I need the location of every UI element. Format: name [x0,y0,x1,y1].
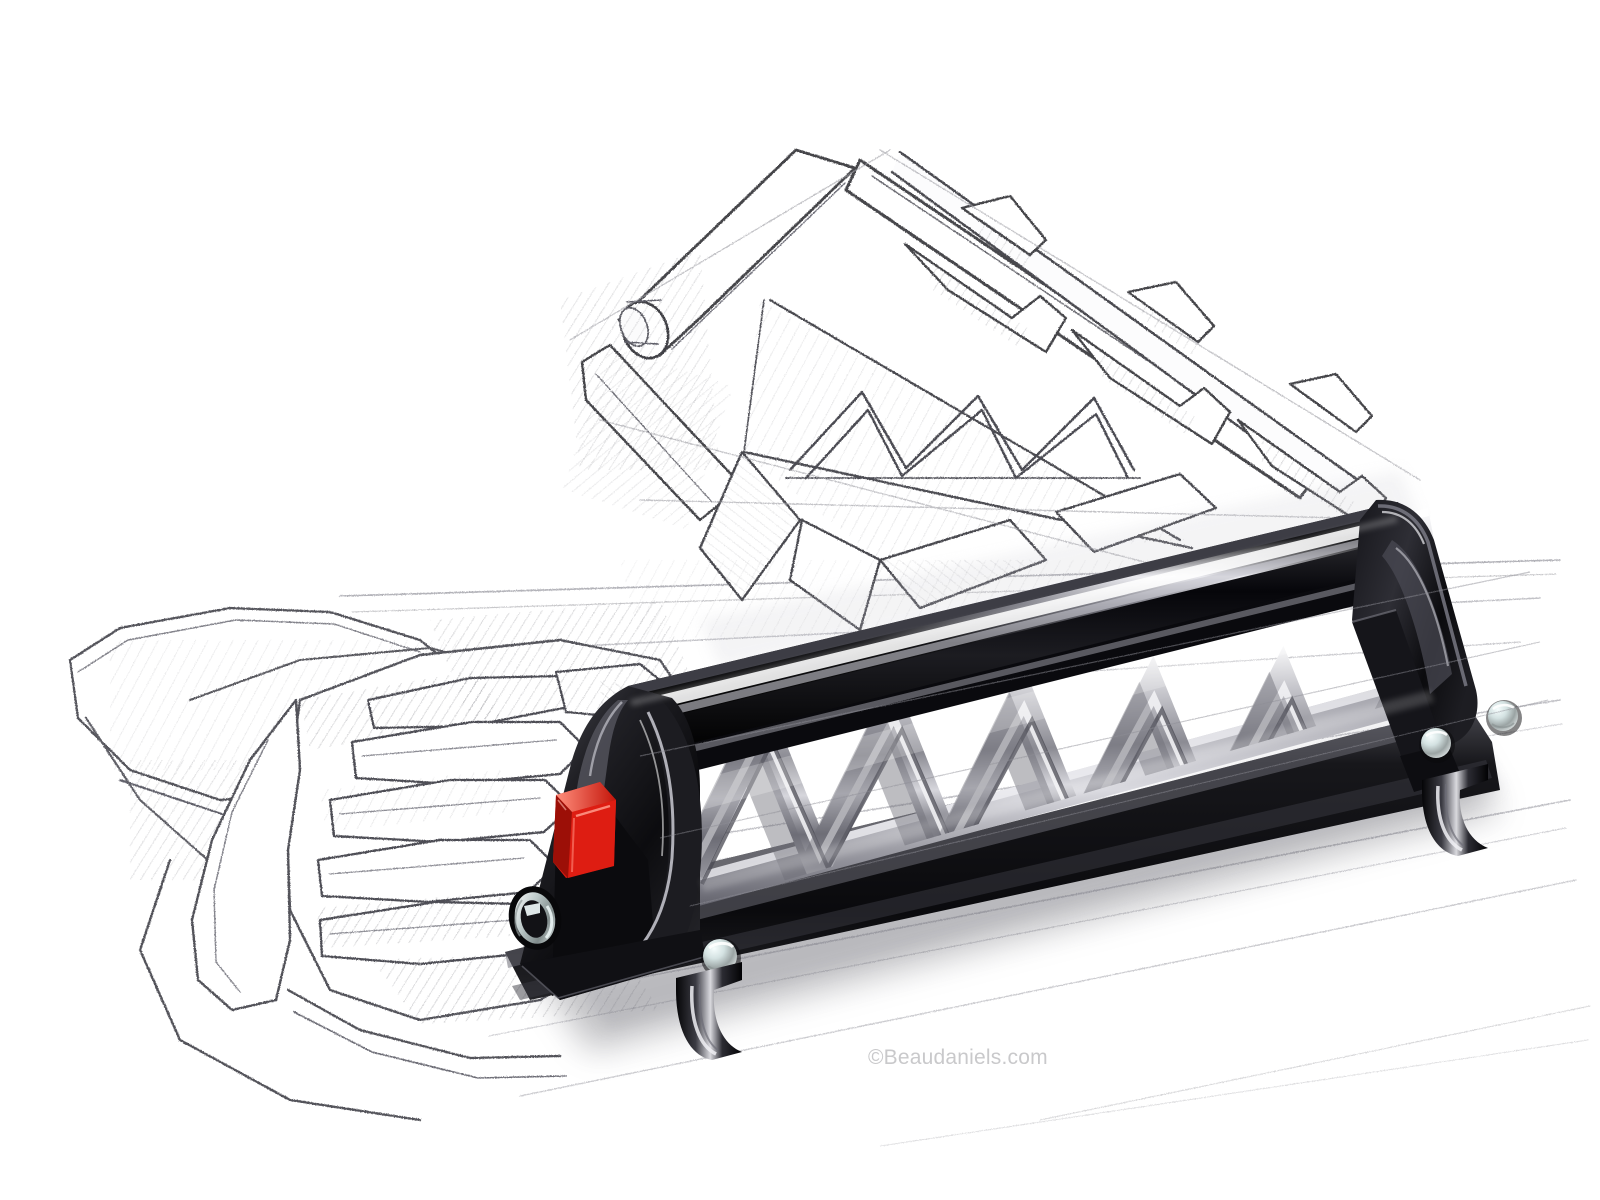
clamp-left [676,962,742,1060]
watermark: ©Beaudaniels.com [868,1046,1048,1069]
rivet-mid [1419,727,1455,763]
rivet-group [701,700,1522,978]
product-render [503,499,1522,1060]
sketch-overlay-lines [639,571,1549,907]
release-button[interactable] [553,782,616,878]
rivet-right [1486,700,1522,736]
lock-cylinder[interactable] [503,881,567,954]
body-specular-highlights [630,516,1434,892]
clamp-right [1422,764,1488,856]
